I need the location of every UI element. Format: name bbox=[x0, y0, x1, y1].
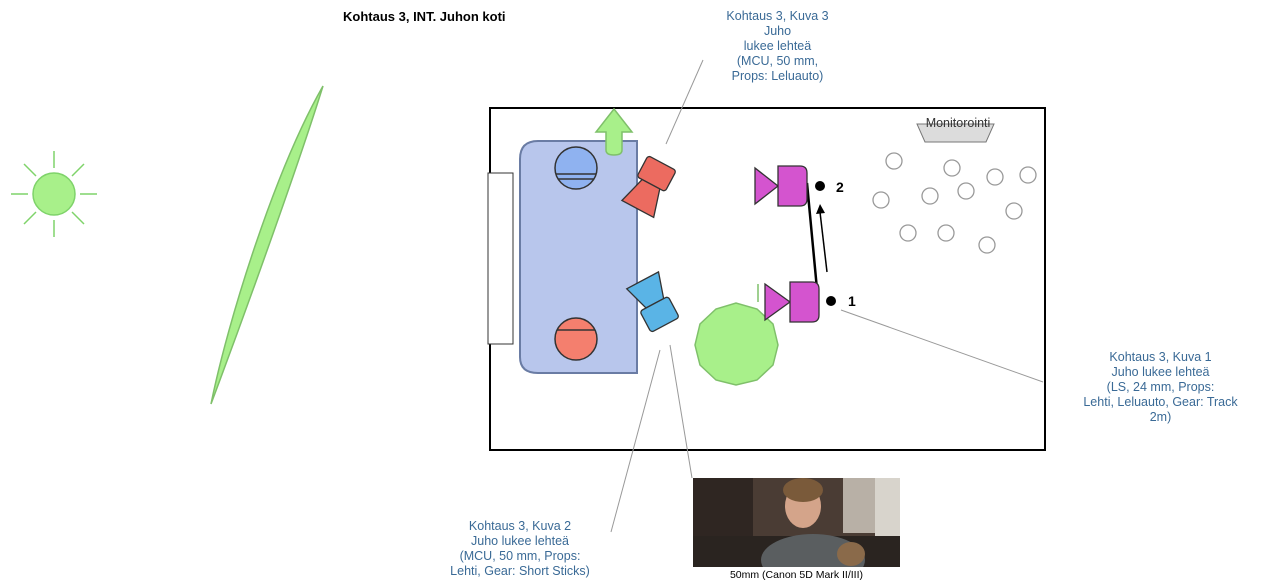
sofa bbox=[519, 140, 638, 374]
position-marker-1 bbox=[826, 296, 836, 306]
monitor-icon bbox=[916, 123, 995, 143]
crew-circle bbox=[943, 159, 961, 177]
crew-circle bbox=[937, 224, 955, 242]
person-blue-icon bbox=[554, 146, 598, 190]
shot-1-label: Kohtaus 3, Kuva 1 Juho lukee lehteä (LS,… bbox=[1083, 350, 1238, 424]
crew-circle bbox=[885, 152, 903, 170]
monitor-label: Monitorointi bbox=[925, 116, 991, 130]
sun-icon bbox=[11, 151, 97, 237]
crew-circle bbox=[899, 224, 917, 242]
direction-arrow-icon bbox=[594, 107, 634, 156]
camera-magenta-icon bbox=[764, 281, 820, 323]
camera-position-2-label: 2 bbox=[836, 179, 844, 195]
thumbnail-picture bbox=[693, 478, 900, 567]
crew-circle bbox=[1005, 202, 1023, 220]
camera-red-icon bbox=[620, 155, 676, 219]
person-red-icon bbox=[554, 317, 598, 361]
plant bbox=[694, 302, 779, 386]
dolly-track bbox=[805, 182, 828, 301]
thumbnail-caption: 50mm (Canon 5D Mark II/III) bbox=[729, 569, 864, 581]
crew-circle bbox=[978, 236, 996, 254]
scene-title: Kohtaus 3, INT. Juhon koti bbox=[343, 9, 506, 24]
window-rect bbox=[487, 172, 514, 345]
crew-circle bbox=[1019, 166, 1037, 184]
camera-magenta-icon bbox=[754, 165, 808, 207]
crew-circles bbox=[872, 152, 1037, 254]
leader-lines bbox=[610, 59, 1044, 533]
shot-3-label: Kohtaus 3, Kuva 3 Juho lukee lehteä (MCU… bbox=[726, 9, 829, 83]
crew-circle bbox=[986, 168, 1004, 186]
crew-circle bbox=[957, 182, 975, 200]
camera-position-1-label: 1 bbox=[848, 293, 856, 309]
position-marker-2 bbox=[815, 181, 825, 191]
reflector-panel bbox=[210, 85, 324, 405]
camera-blue-icon bbox=[625, 270, 679, 333]
crew-circle bbox=[921, 187, 939, 205]
shot-2-label: Kohtaus 3, Kuva 2 Juho lukee lehteä (MCU… bbox=[450, 519, 590, 578]
crew-circle bbox=[872, 191, 890, 209]
shot-thumbnail bbox=[693, 478, 900, 567]
